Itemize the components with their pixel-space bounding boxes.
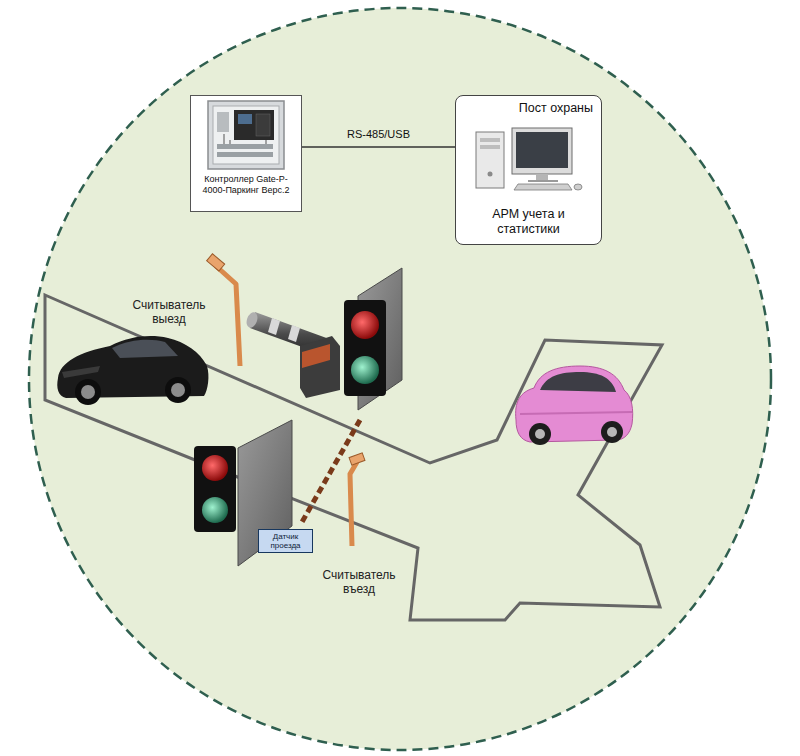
barrier-part bbox=[245, 311, 260, 329]
pink-car-part bbox=[607, 427, 617, 437]
box-title: Пост охраны bbox=[464, 101, 593, 116]
barrier-part bbox=[288, 325, 300, 342]
entry-traffic-light-part bbox=[194, 446, 236, 532]
exit-traffic-light-part bbox=[344, 300, 386, 396]
workstation-picture-part bbox=[480, 138, 500, 142]
controller-cabinet-picture-part bbox=[217, 152, 273, 157]
controller-cabinet-picture-part bbox=[217, 144, 273, 149]
connector-line bbox=[302, 146, 455, 148]
entry-reader-pole bbox=[349, 453, 365, 546]
entry-reader-pole-part bbox=[350, 462, 357, 546]
workstation-picture-part bbox=[488, 172, 493, 177]
controller-cabinet-picture-part bbox=[256, 114, 270, 136]
reader-label: Считыватель въезд bbox=[318, 568, 400, 596]
black-car-part bbox=[75, 379, 101, 405]
barrier-part bbox=[300, 336, 340, 398]
pink-car-part bbox=[535, 429, 545, 439]
exit-traffic-light-part bbox=[351, 311, 379, 339]
exit-traffic-light-part bbox=[351, 356, 379, 384]
workstation-picture-part bbox=[514, 184, 572, 190]
box-text: АРМ учета и статистики bbox=[464, 207, 593, 237]
exit-traffic-light bbox=[344, 268, 402, 410]
black-car-part bbox=[171, 383, 185, 397]
pink-car bbox=[516, 366, 633, 445]
workstation-picture-part bbox=[476, 132, 504, 188]
black-car-part bbox=[165, 377, 191, 403]
pink-car-part bbox=[529, 423, 551, 445]
black-car bbox=[57, 336, 208, 405]
workstation-picture-part bbox=[480, 145, 500, 149]
barrier bbox=[245, 311, 340, 398]
controller-box: Контроллер Gate-P-4000-Паркинг Верс.2 bbox=[190, 95, 302, 212]
box-title: Контроллер Gate-P-4000-Паркинг Верс.2 bbox=[195, 174, 297, 196]
entry-traffic-light-part bbox=[202, 455, 228, 481]
workstation-picture-part bbox=[528, 180, 558, 182]
controller-cabinet-picture-part bbox=[208, 101, 284, 169]
barrier-part bbox=[268, 318, 280, 335]
workstation-picture-part bbox=[536, 174, 548, 180]
workstation-picture-part bbox=[516, 132, 568, 168]
pink-car-part bbox=[520, 412, 632, 414]
reader-label: Считыватель выезд bbox=[128, 298, 210, 326]
exit-reader-pole-part bbox=[207, 254, 225, 271]
controller-cabinet-picture bbox=[200, 100, 292, 170]
exit-reader-pole-part bbox=[216, 266, 240, 366]
controller-cabinet-picture-part bbox=[238, 114, 252, 124]
controller-cabinet-picture-part bbox=[224, 134, 266, 144]
road-outline bbox=[45, 295, 662, 620]
connector-label: RS-485/USB bbox=[344, 128, 413, 141]
workstation-picture bbox=[474, 126, 584, 192]
exit-reader-pole bbox=[207, 254, 240, 366]
workstation-box: Пост охраныАРМ учета и статистики bbox=[455, 95, 602, 245]
entry-traffic-light-part bbox=[202, 497, 228, 523]
black-car-part bbox=[62, 366, 100, 378]
controller-cabinet-picture-part bbox=[234, 110, 274, 140]
sensor-loop bbox=[302, 420, 360, 522]
zone-circle bbox=[29, 8, 771, 750]
workstation-picture-part bbox=[574, 184, 582, 190]
entry-reader-pole-part bbox=[349, 453, 365, 465]
pink-car-part bbox=[540, 372, 616, 392]
black-car-part bbox=[81, 385, 95, 399]
barrier-part bbox=[302, 344, 330, 368]
pink-car-part bbox=[601, 421, 623, 443]
black-car-part bbox=[112, 340, 178, 358]
box-title: Датчик проезда bbox=[262, 532, 309, 550]
controller-cabinet-picture-part bbox=[213, 106, 279, 164]
sensor-box: Датчик проезда bbox=[258, 529, 313, 553]
workstation-picture-part bbox=[512, 128, 572, 174]
controller-cabinet-picture-part bbox=[217, 112, 229, 132]
